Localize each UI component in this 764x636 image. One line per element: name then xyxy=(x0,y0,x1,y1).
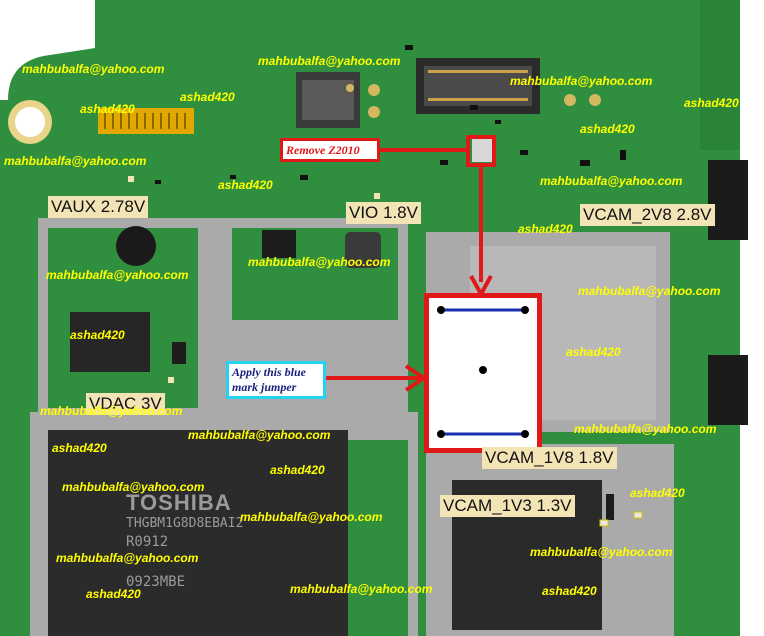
watermark-email: mahbubalfa@yahoo.com xyxy=(248,255,391,269)
watermark-handle: ashad420 xyxy=(52,441,107,455)
component-z2010 xyxy=(472,138,492,162)
watermark-email: mahbubalfa@yahoo.com xyxy=(540,174,683,188)
label-vaux: VAUX 2.78V xyxy=(48,196,149,218)
pad-dot xyxy=(437,430,445,438)
label-vio: VIO 1.8V xyxy=(346,202,421,224)
watermark-email: mahbubalfa@yahoo.com xyxy=(56,551,199,565)
label-vcam-1v8: VCAM_1V8 1.8V xyxy=(482,447,617,469)
chip-brand: TOSHIBA xyxy=(126,490,232,515)
watermark-handle: ashad420 xyxy=(70,328,125,342)
watermark-handle: ashad420 xyxy=(80,102,135,116)
chip-part-number: THGBM1G8D8EBAI2 xyxy=(126,516,244,531)
watermark-email: mahbubalfa@yahoo.com xyxy=(510,74,653,88)
pad-dot xyxy=(479,366,487,374)
pad-dot xyxy=(437,306,445,314)
chip-date-code: 0923MBE xyxy=(126,574,186,590)
label-vdac: VDAC 3V xyxy=(86,393,165,415)
watermark-handle: ashad420 xyxy=(580,122,635,136)
pad-dot xyxy=(521,306,529,314)
jumper-diagram xyxy=(424,293,542,453)
watermark-email: mahbubalfa@yahoo.com xyxy=(530,545,673,559)
watermark-handle: ashad420 xyxy=(566,345,621,359)
chip-lot: R0912 xyxy=(126,534,169,550)
inductor xyxy=(116,226,156,266)
jumper-wires xyxy=(437,306,529,438)
watermark-handle: ashad420 xyxy=(630,486,685,500)
watermark-email: mahbubalfa@yahoo.com xyxy=(240,510,383,524)
watermark-email: mahbubalfa@yahoo.com xyxy=(46,268,189,282)
watermark-handle: ashad420 xyxy=(180,90,235,104)
watermark-handle: ashad420 xyxy=(270,463,325,477)
watermark-email: mahbubalfa@yahoo.com xyxy=(62,480,205,494)
right-connector-top xyxy=(708,160,748,240)
watermark-email: mahbubalfa@yahoo.com xyxy=(578,284,721,298)
watermark-handle: ashad420 xyxy=(542,584,597,598)
pad-dot xyxy=(521,430,529,438)
watermark-email: mahbubalfa@yahoo.com xyxy=(4,154,147,168)
watermark-email: mahbubalfa@yahoo.com xyxy=(290,582,433,596)
right-connector-bottom xyxy=(708,355,748,425)
label-vcam-1v3: VCAM_1V3 1.3V xyxy=(440,495,575,517)
watermark-handle: ashad420 xyxy=(518,222,573,236)
label-vcam-2v8: VCAM_2V8 2.8V xyxy=(580,204,715,226)
remove-callout: Remove Z2010 xyxy=(280,138,380,162)
emmc-chip xyxy=(48,430,348,636)
watermark-email: mahbubalfa@yahoo.com xyxy=(188,428,331,442)
watermark-email: mahbubalfa@yahoo.com xyxy=(258,54,401,68)
watermark-handle: ashad420 xyxy=(218,178,273,192)
watermark-handle: ashad420 xyxy=(86,587,141,601)
watermark-email: mahbubalfa@yahoo.com xyxy=(22,62,165,76)
watermark-email: mahbubalfa@yahoo.com xyxy=(40,404,183,418)
pmic-chip xyxy=(70,312,150,372)
watermark-email: mahbubalfa@yahoo.com xyxy=(574,422,717,436)
apply-callout: Apply this blue mark jumper xyxy=(226,361,326,399)
watermark-handle: ashad420 xyxy=(684,96,739,110)
